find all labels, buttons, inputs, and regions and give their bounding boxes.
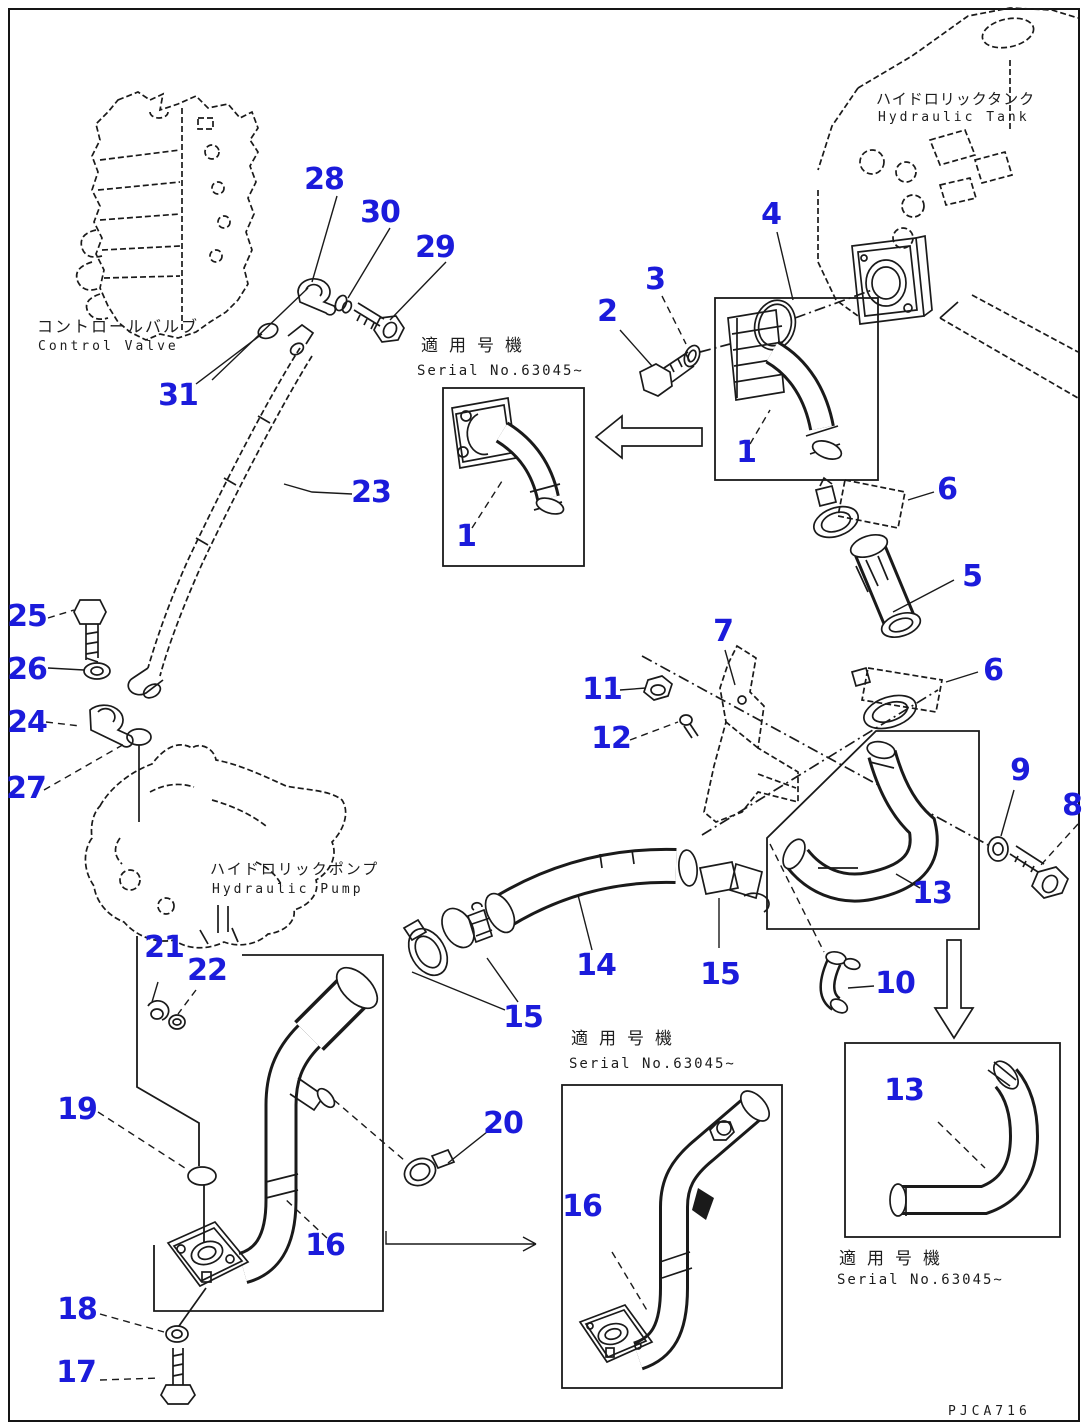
callout-25: 25 (7, 599, 48, 634)
callout-22: 22 (187, 953, 228, 988)
callout-6-lower: 6 (983, 653, 1004, 688)
callout-6-upper: 6 (937, 472, 958, 507)
control-valve-drawing (75, 91, 279, 341)
callout-27: 27 (6, 771, 47, 806)
inset-box-part13 (844, 1042, 1061, 1238)
callout-3: 3 (645, 262, 666, 297)
callout-29: 29 (415, 230, 456, 265)
page-code: PJCA716 (948, 1404, 1031, 1419)
callout-4: 4 (761, 197, 782, 232)
serial-note-top-en: Serial No.63045~ (417, 363, 584, 379)
arrow-right (385, 1231, 537, 1252)
callout-8: 8 (1062, 788, 1083, 823)
callout-20: 20 (483, 1106, 524, 1141)
inset-box-part1 (442, 387, 585, 567)
callout-1-inset: 1 (456, 519, 477, 554)
hydraulic-tank-title-en: Hydraulic Tank (878, 110, 1030, 125)
serial-note-top-jp: 適用号機 (421, 336, 533, 356)
callout-9: 9 (1010, 753, 1031, 788)
hydraulic-pump-title-jp: ハイドロリックポンプ (210, 860, 380, 878)
callout-31: 31 (158, 378, 199, 413)
hydraulic-pump-title-en: Hydraulic Pump (212, 882, 364, 897)
callout-28: 28 (304, 162, 345, 197)
box16-assembly (97, 936, 493, 1405)
inset-box-part16 (561, 1084, 783, 1389)
serial-note-bottom-middle-jp: 適用号機 (571, 1029, 683, 1049)
hydraulic-tank-title-jp: ハイドロリックタンク (876, 90, 1036, 108)
callout-23: 23 (351, 475, 392, 510)
callout-7: 7 (713, 614, 734, 649)
pump-fastener-parts (43, 599, 152, 822)
arrow-left (594, 414, 703, 460)
serial-note-bottom-right-en: Serial No.63045~ (837, 1272, 1004, 1288)
serial-note-bottom-middle-en: Serial No.63045~ (569, 1056, 736, 1072)
callout-16-inset: 16 (562, 1189, 603, 1224)
callout-18: 18 (57, 1292, 98, 1327)
clamp6a-hose5-clamp6b (813, 476, 979, 730)
callout-15-left: 15 (503, 1000, 544, 1035)
part1-tank-box (714, 297, 879, 481)
tank-fastener-parts (619, 231, 873, 397)
page-border (8, 8, 1080, 1422)
callout-19: 19 (57, 1092, 98, 1127)
arrow-down (933, 939, 975, 1040)
callout-11: 11 (582, 672, 623, 707)
hose-23-drawing (127, 323, 353, 699)
callout-26: 26 (7, 652, 48, 687)
callout-1-tank: 1 (736, 435, 757, 470)
callout-16-main: 16 (305, 1228, 346, 1263)
callout-15-right: 15 (700, 957, 741, 992)
serial-note-bottom-right-jp: 適用号機 (839, 1249, 951, 1269)
callout-10: 10 (875, 966, 916, 1001)
callout-13-inset: 13 (884, 1073, 925, 1108)
callout-5: 5 (962, 559, 983, 594)
callout-21: 21 (144, 930, 185, 965)
hydraulic-tank-drawing (817, 7, 1079, 399)
callout-30: 30 (360, 195, 401, 230)
hydraulic-pump-drawing (84, 744, 347, 949)
valve-fastener-parts (195, 195, 447, 385)
callout-24: 24 (7, 705, 48, 740)
control-valve-title-en: Control Valve (38, 339, 179, 354)
hose14-clamps15 (402, 847, 770, 1011)
callout-14: 14 (576, 948, 617, 983)
callout-13-main: 13 (912, 876, 953, 911)
callout-2: 2 (597, 294, 618, 329)
callout-12: 12 (591, 721, 632, 756)
box13-assembly (641, 655, 1079, 1014)
clip-21-ring-22 (147, 981, 197, 1030)
callout-17: 17 (56, 1355, 97, 1390)
control-valve-title-jp: コントロールバルブ (37, 317, 200, 336)
bracket-7-parts (619, 644, 799, 823)
